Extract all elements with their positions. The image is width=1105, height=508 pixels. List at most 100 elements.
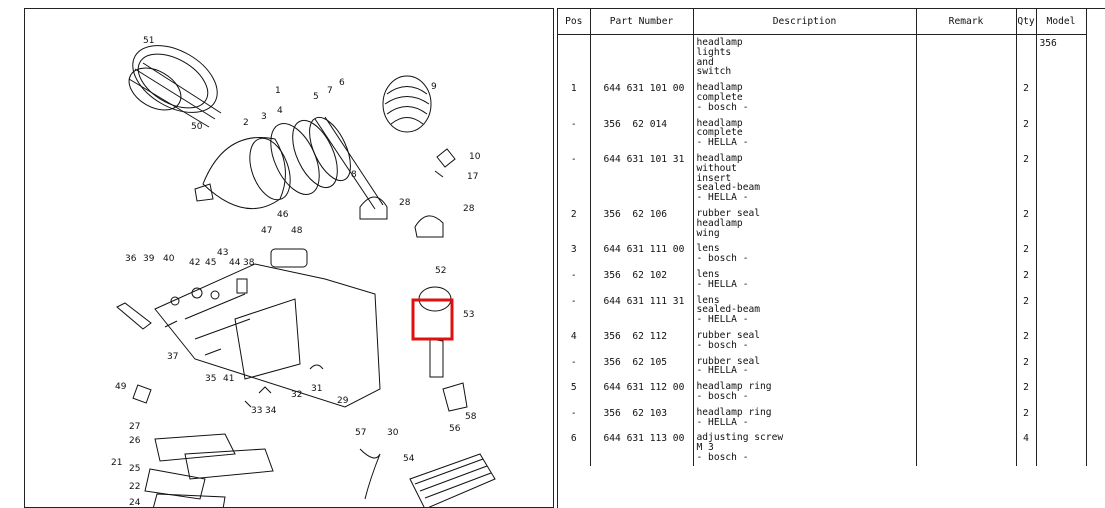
- description-line: headlamp: [696, 152, 743, 164]
- callout-label: 58: [465, 412, 477, 422]
- qty-cell: 2: [1016, 241, 1037, 267]
- callout-label: 25: [129, 464, 140, 474]
- callout-label: 48: [291, 226, 303, 236]
- callout-label: 37: [167, 352, 178, 362]
- description-line: insert: [696, 172, 732, 184]
- part-number: 356 62 105: [603, 356, 668, 368]
- parts-table-panel: Pos Part Number Description Remark Qty M…: [557, 8, 1105, 508]
- license-lamp-drawing: [409, 453, 496, 507]
- pos-cell: -: [558, 353, 591, 380]
- callout-label: 21: [111, 458, 122, 468]
- table-row[interactable]: 3 644 631 111 00 lens- bosch - 2: [558, 241, 1087, 267]
- model-cell: [1036, 266, 1087, 293]
- switch-parts-drawing: [116, 278, 248, 356]
- part-highlight-box: [411, 298, 454, 341]
- callout-label: 27: [129, 422, 140, 432]
- part-number-cell: 644 631 112 00: [590, 379, 694, 405]
- callout-label: 28: [399, 198, 411, 208]
- callout-label: 54: [403, 454, 415, 464]
- callout-label: 32: [291, 390, 302, 400]
- description-line: rubber seal: [696, 207, 761, 219]
- callout-label: 52: [435, 266, 446, 276]
- pos-cell: 3: [558, 241, 591, 267]
- callout-label: 51: [143, 36, 154, 46]
- qty-cell: 2: [1016, 205, 1037, 242]
- model-cell: [1036, 80, 1087, 116]
- remark-cell: [916, 292, 1017, 328]
- callout-label: 36: [125, 254, 137, 264]
- remark-cell: [916, 404, 1017, 431]
- description-line: - bosch -: [696, 339, 749, 351]
- remark-cell: [916, 241, 1017, 267]
- callout-label: 30: [387, 428, 399, 438]
- part-number: 356 62 014: [603, 118, 668, 130]
- description-line: - bosch -: [696, 253, 749, 265]
- callout-label: 3: [261, 112, 267, 122]
- remark-cell: [916, 379, 1017, 405]
- part-number-cell: 356 62 014: [590, 115, 694, 151]
- qty-cell: 2: [1016, 115, 1037, 151]
- description-line: headlamp: [696, 37, 743, 48]
- part-number: 356 62 112: [603, 330, 668, 342]
- description-line: - bosch -: [696, 451, 749, 463]
- part-number: 644 631 111 00: [603, 244, 685, 256]
- qty-cell: 2: [1016, 353, 1037, 380]
- remark-cell: [916, 205, 1017, 242]
- dashboard-drawing: [154, 263, 381, 408]
- part-number: 644 631 111 31: [603, 295, 685, 307]
- remark-cell: [916, 353, 1017, 380]
- callout-label: 34: [265, 406, 277, 416]
- description-line: headlamp: [696, 217, 743, 229]
- part-number-cell: 644 631 111 31: [590, 292, 694, 328]
- header-remark: Remark: [916, 9, 1017, 35]
- description-line: headlamp: [696, 117, 743, 129]
- description-line: - HELLA -: [696, 192, 749, 204]
- remark-cell: [916, 327, 1017, 354]
- callout-label: 53: [463, 310, 474, 320]
- callout-label: 29: [337, 396, 349, 406]
- qty-cell: 2: [1016, 404, 1037, 431]
- description-line: - HELLA -: [696, 416, 749, 428]
- bulb-drawing: [434, 148, 456, 178]
- description-line: wing: [696, 227, 720, 239]
- description-line: - HELLA -: [696, 365, 749, 377]
- callout-label: 1: [275, 86, 281, 96]
- header-model: Model: [1036, 9, 1087, 35]
- callout-label: 6: [339, 78, 345, 88]
- headlamp-housing-drawing: [194, 137, 291, 210]
- pos-cell: -: [558, 115, 591, 151]
- model-cell: [1036, 430, 1087, 466]
- description-line: - bosch -: [696, 101, 749, 113]
- callout-label: 57: [355, 428, 366, 438]
- description-cell: rubber seal- HELLA -: [693, 353, 917, 380]
- description-line: headlamp ring: [696, 406, 772, 418]
- parts-table: Pos Part Number Description Remark Qty M…: [558, 9, 1087, 466]
- table-row[interactable]: -356 62 105 rubber seal- HELLA - 2: [558, 353, 1087, 380]
- part-number-cell: 356 62 103: [590, 404, 694, 431]
- part-number: 356 62 102: [603, 269, 668, 281]
- description-line: lens: [696, 243, 720, 255]
- pos-cell: 5: [558, 379, 591, 405]
- description-cell: rubber seal- bosch -: [693, 327, 917, 354]
- callout-label: 17: [467, 172, 478, 182]
- bracket-drawing: [442, 382, 468, 412]
- callout-label: 49: [115, 382, 127, 392]
- part-number: 356 62 103: [603, 407, 668, 419]
- description-line: adjusting screw: [696, 432, 784, 444]
- description-line: - bosch -: [696, 390, 749, 402]
- knob-drawing: [132, 384, 152, 404]
